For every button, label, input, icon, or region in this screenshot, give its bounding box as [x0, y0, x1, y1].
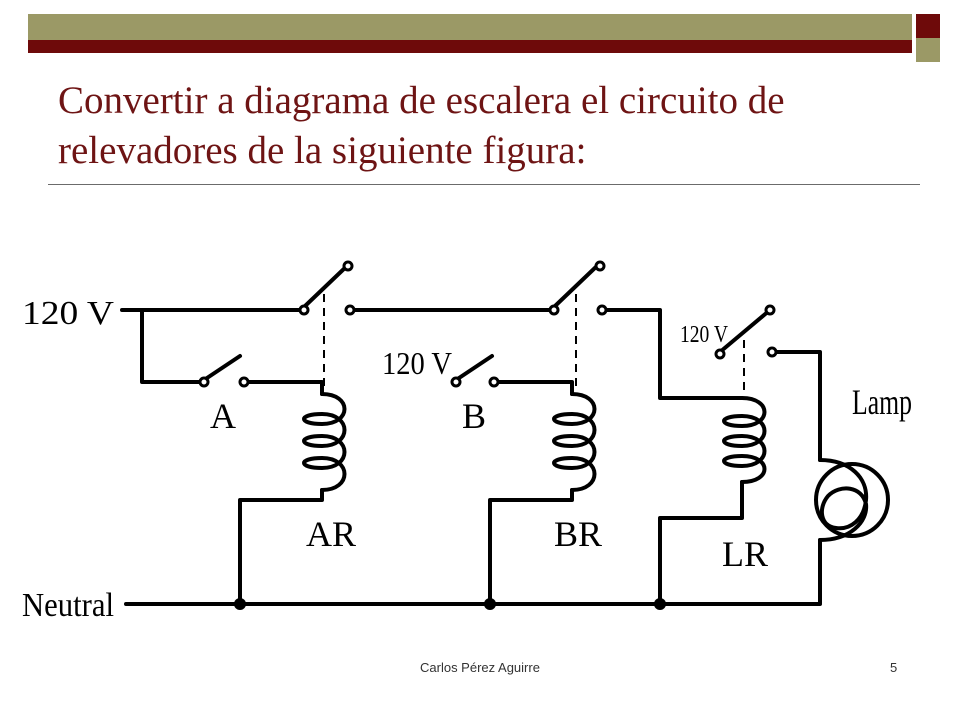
label-neutral: Neutral — [22, 587, 114, 624]
neutral-junction-ar — [234, 598, 246, 610]
top-decor-bar — [28, 14, 912, 54]
wire-lr-return — [658, 480, 744, 605]
top-bar-maroon — [28, 40, 912, 53]
label-supply-lr: 120 V — [680, 322, 729, 348]
switch-lr-contact-blade — [718, 308, 772, 354]
lr-contact-terminal-right — [766, 346, 778, 358]
footer-author: Carlos Pérez Aguirre — [420, 660, 540, 675]
wire-branch-a — [140, 308, 202, 384]
br-contact-terminal-right — [596, 304, 608, 316]
lr-contact-terminal-left — [714, 348, 726, 360]
coil-lr — [722, 396, 767, 484]
wire-ar-return — [238, 488, 324, 605]
top-bar-olive — [28, 14, 912, 40]
label-coil-ar: AR — [306, 514, 356, 554]
switch-ar-contact-blade — [302, 263, 350, 309]
label-switch-b: B — [462, 396, 486, 436]
switch-b-blade — [454, 354, 494, 382]
label-supply-b: 120 V — [382, 345, 452, 381]
wire-a-to-ar — [242, 380, 324, 396]
lamp-outer-ring — [814, 462, 890, 538]
coil-ar — [302, 392, 347, 492]
lr-contact-terminal-top — [764, 304, 776, 316]
br-contact-terminal-left — [548, 304, 560, 316]
wire-lr-contact-to-lamp — [768, 350, 822, 462]
ar-contact-terminal-left — [298, 304, 310, 316]
label-switch-a: A — [210, 396, 236, 436]
switch-br-contact-blade — [552, 263, 600, 309]
ar-contact-terminal-top — [342, 260, 354, 272]
label-coil-br: BR — [554, 514, 602, 554]
switch-b-terminal-right — [488, 376, 500, 388]
switch-a-blade — [202, 354, 242, 382]
corner-square-maroon — [916, 14, 940, 38]
corner-square-olive — [916, 38, 940, 62]
neutral-junction-br — [484, 598, 496, 610]
neutral-junction-lr — [654, 598, 666, 610]
lamp-filament — [818, 458, 869, 542]
slide-title: Convertir a diagrama de escalera el circ… — [58, 76, 918, 176]
title-underline — [48, 184, 920, 185]
label-supply-main: 120 V — [22, 295, 114, 332]
switch-b-terminal-left — [450, 376, 462, 388]
label-lamp: Lamp — [852, 382, 912, 422]
slide-title-line-2: relevadores de la siguiente figura: — [58, 129, 587, 172]
coil-br — [552, 392, 597, 492]
label-coil-lr: LR — [722, 534, 768, 574]
ar-contact-terminal-right — [344, 304, 356, 316]
slide-title-line-1: Convertir a diagrama de escalera el circ… — [58, 79, 785, 122]
wire-b-to-br — [492, 380, 574, 396]
footer-page-number: 5 — [890, 660, 898, 675]
wire-br-contact-to-lr — [602, 308, 744, 400]
br-contact-terminal-top — [594, 260, 606, 272]
switch-a-terminal-right — [238, 376, 250, 388]
wire-br-return — [488, 488, 574, 605]
switch-a-terminal-left — [198, 376, 210, 388]
